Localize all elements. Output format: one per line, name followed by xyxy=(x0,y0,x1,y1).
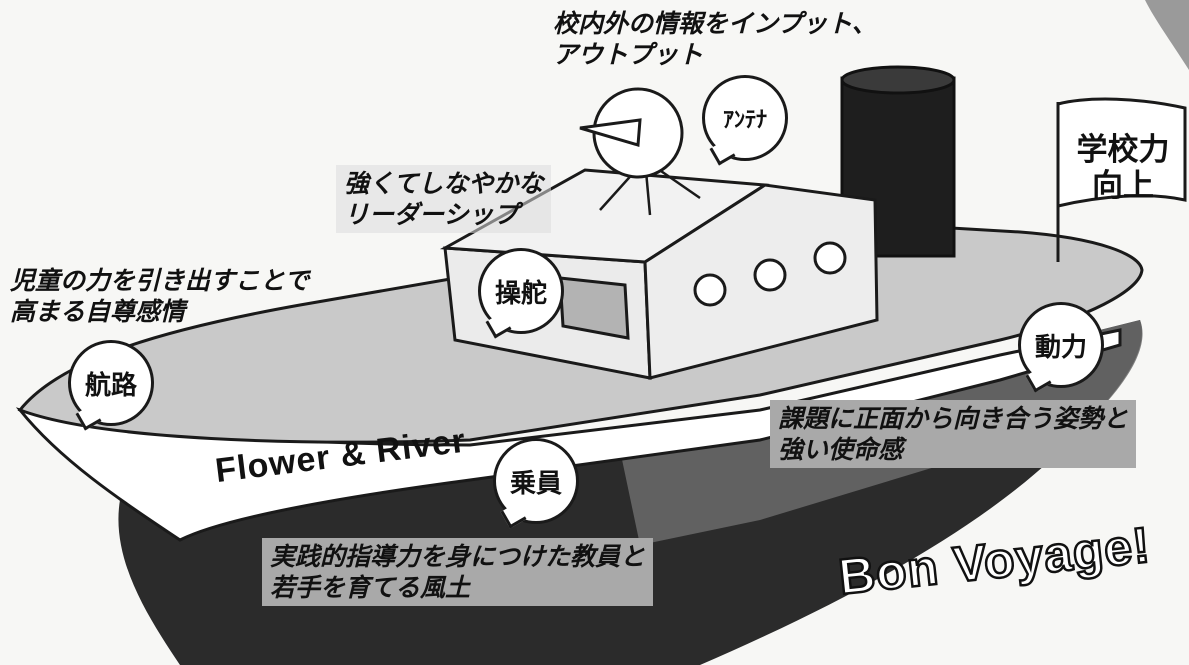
flag-text: 学校力 向上 xyxy=(1076,132,1170,204)
flag xyxy=(1056,97,1187,208)
route-bubble: 航路 xyxy=(68,340,154,426)
porthole xyxy=(813,241,847,275)
rudder-bubble: 操舵 xyxy=(478,248,564,334)
porthole xyxy=(693,273,727,307)
antenna-caption: 校内外の情報をインプット、 アウトプット xyxy=(553,9,877,69)
porthole xyxy=(753,258,787,292)
antenna-bubble: ｱﾝﾃﾅ xyxy=(702,75,788,161)
antenna-pointer xyxy=(579,118,642,147)
cabin-window xyxy=(558,276,630,340)
teachers-caption: 実践的指導力を身につけた教員と 若手を育てる風土 xyxy=(262,538,654,606)
leadership-caption: 強くてしなやかな リーダーシップ xyxy=(336,165,552,233)
mission-caption: 課題に正面から向き合う姿勢と 強い使命感 xyxy=(770,400,1137,468)
crew-bubble: 乗員 xyxy=(493,438,579,524)
power-bubble: 動力 xyxy=(1018,302,1104,388)
smokestack-top xyxy=(840,65,956,95)
corner-shade xyxy=(1145,0,1189,70)
selfesteem-caption: 児童の力を引き出すことで 高まる自尊感情 xyxy=(10,266,310,326)
